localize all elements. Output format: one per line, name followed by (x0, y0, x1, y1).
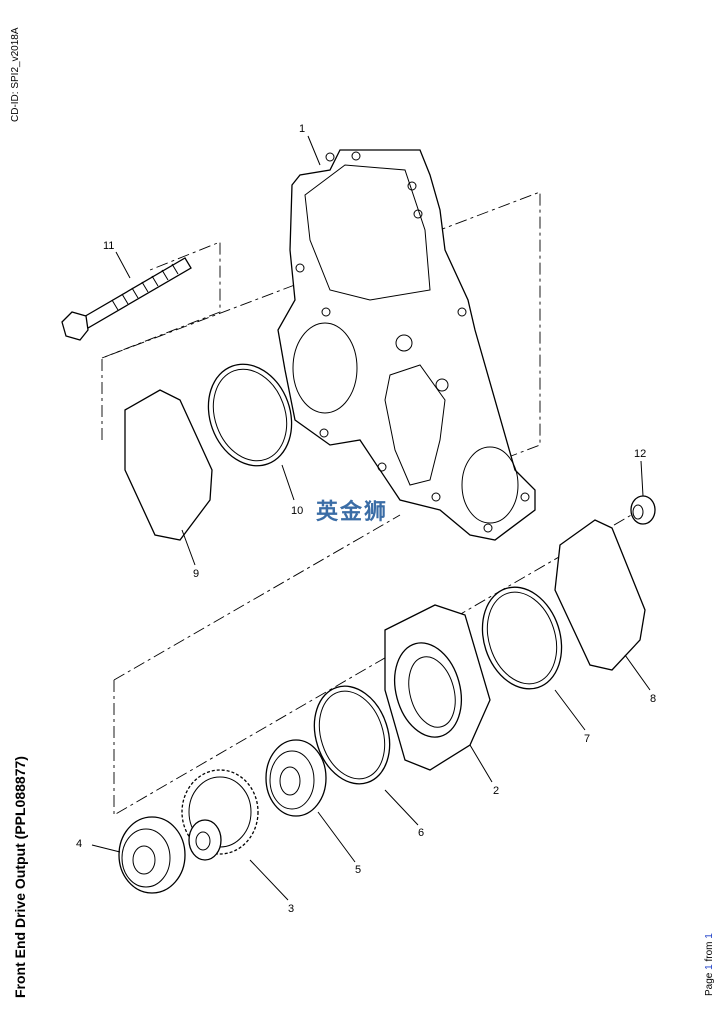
part-8-cover-plate (554, 519, 646, 671)
part-4-bearing (118, 816, 186, 894)
assembly-line (113, 509, 641, 816)
callout-10: 10 (291, 505, 303, 517)
part-3-gear (181, 769, 259, 861)
leader-lines (91, 135, 651, 901)
callout-8: 8 (650, 693, 656, 705)
callout-9: 9 (193, 568, 199, 580)
part-10-o-ring (207, 363, 293, 467)
page-total: 1 (704, 933, 715, 939)
callout-2: 2 (493, 785, 499, 797)
part-5-bearing (265, 739, 327, 817)
callout-5: 5 (355, 864, 361, 876)
page-title: Front End Drive Output (PPL088877) (12, 756, 28, 998)
page-number: 1 (704, 964, 715, 970)
part-6-o-ring (313, 685, 391, 785)
part-11-bolt (61, 257, 192, 341)
callout-7: 7 (584, 733, 590, 745)
watermark: 英金狮 (316, 500, 389, 525)
callout-6: 6 (418, 827, 424, 839)
page-word: Page (704, 972, 715, 996)
part-7-o-ring (481, 586, 563, 690)
part-1-gasket (277, 149, 536, 541)
cd-id-label: CD-ID: SPI2_v2018A (10, 27, 21, 123)
callout-3: 3 (288, 903, 294, 915)
part-12-nut (630, 495, 656, 525)
part-2-housing (384, 604, 491, 771)
assembly-line (101, 241, 221, 359)
callout-11: 11 (103, 240, 114, 252)
from-word: from (704, 941, 715, 962)
part-9-cover-plate (124, 389, 213, 541)
callout-4: 4 (76, 838, 82, 850)
callout-12: 12 (634, 448, 646, 460)
page-indicator: Page 1 from 1 (704, 933, 715, 996)
callout-1: 1 (299, 123, 305, 135)
